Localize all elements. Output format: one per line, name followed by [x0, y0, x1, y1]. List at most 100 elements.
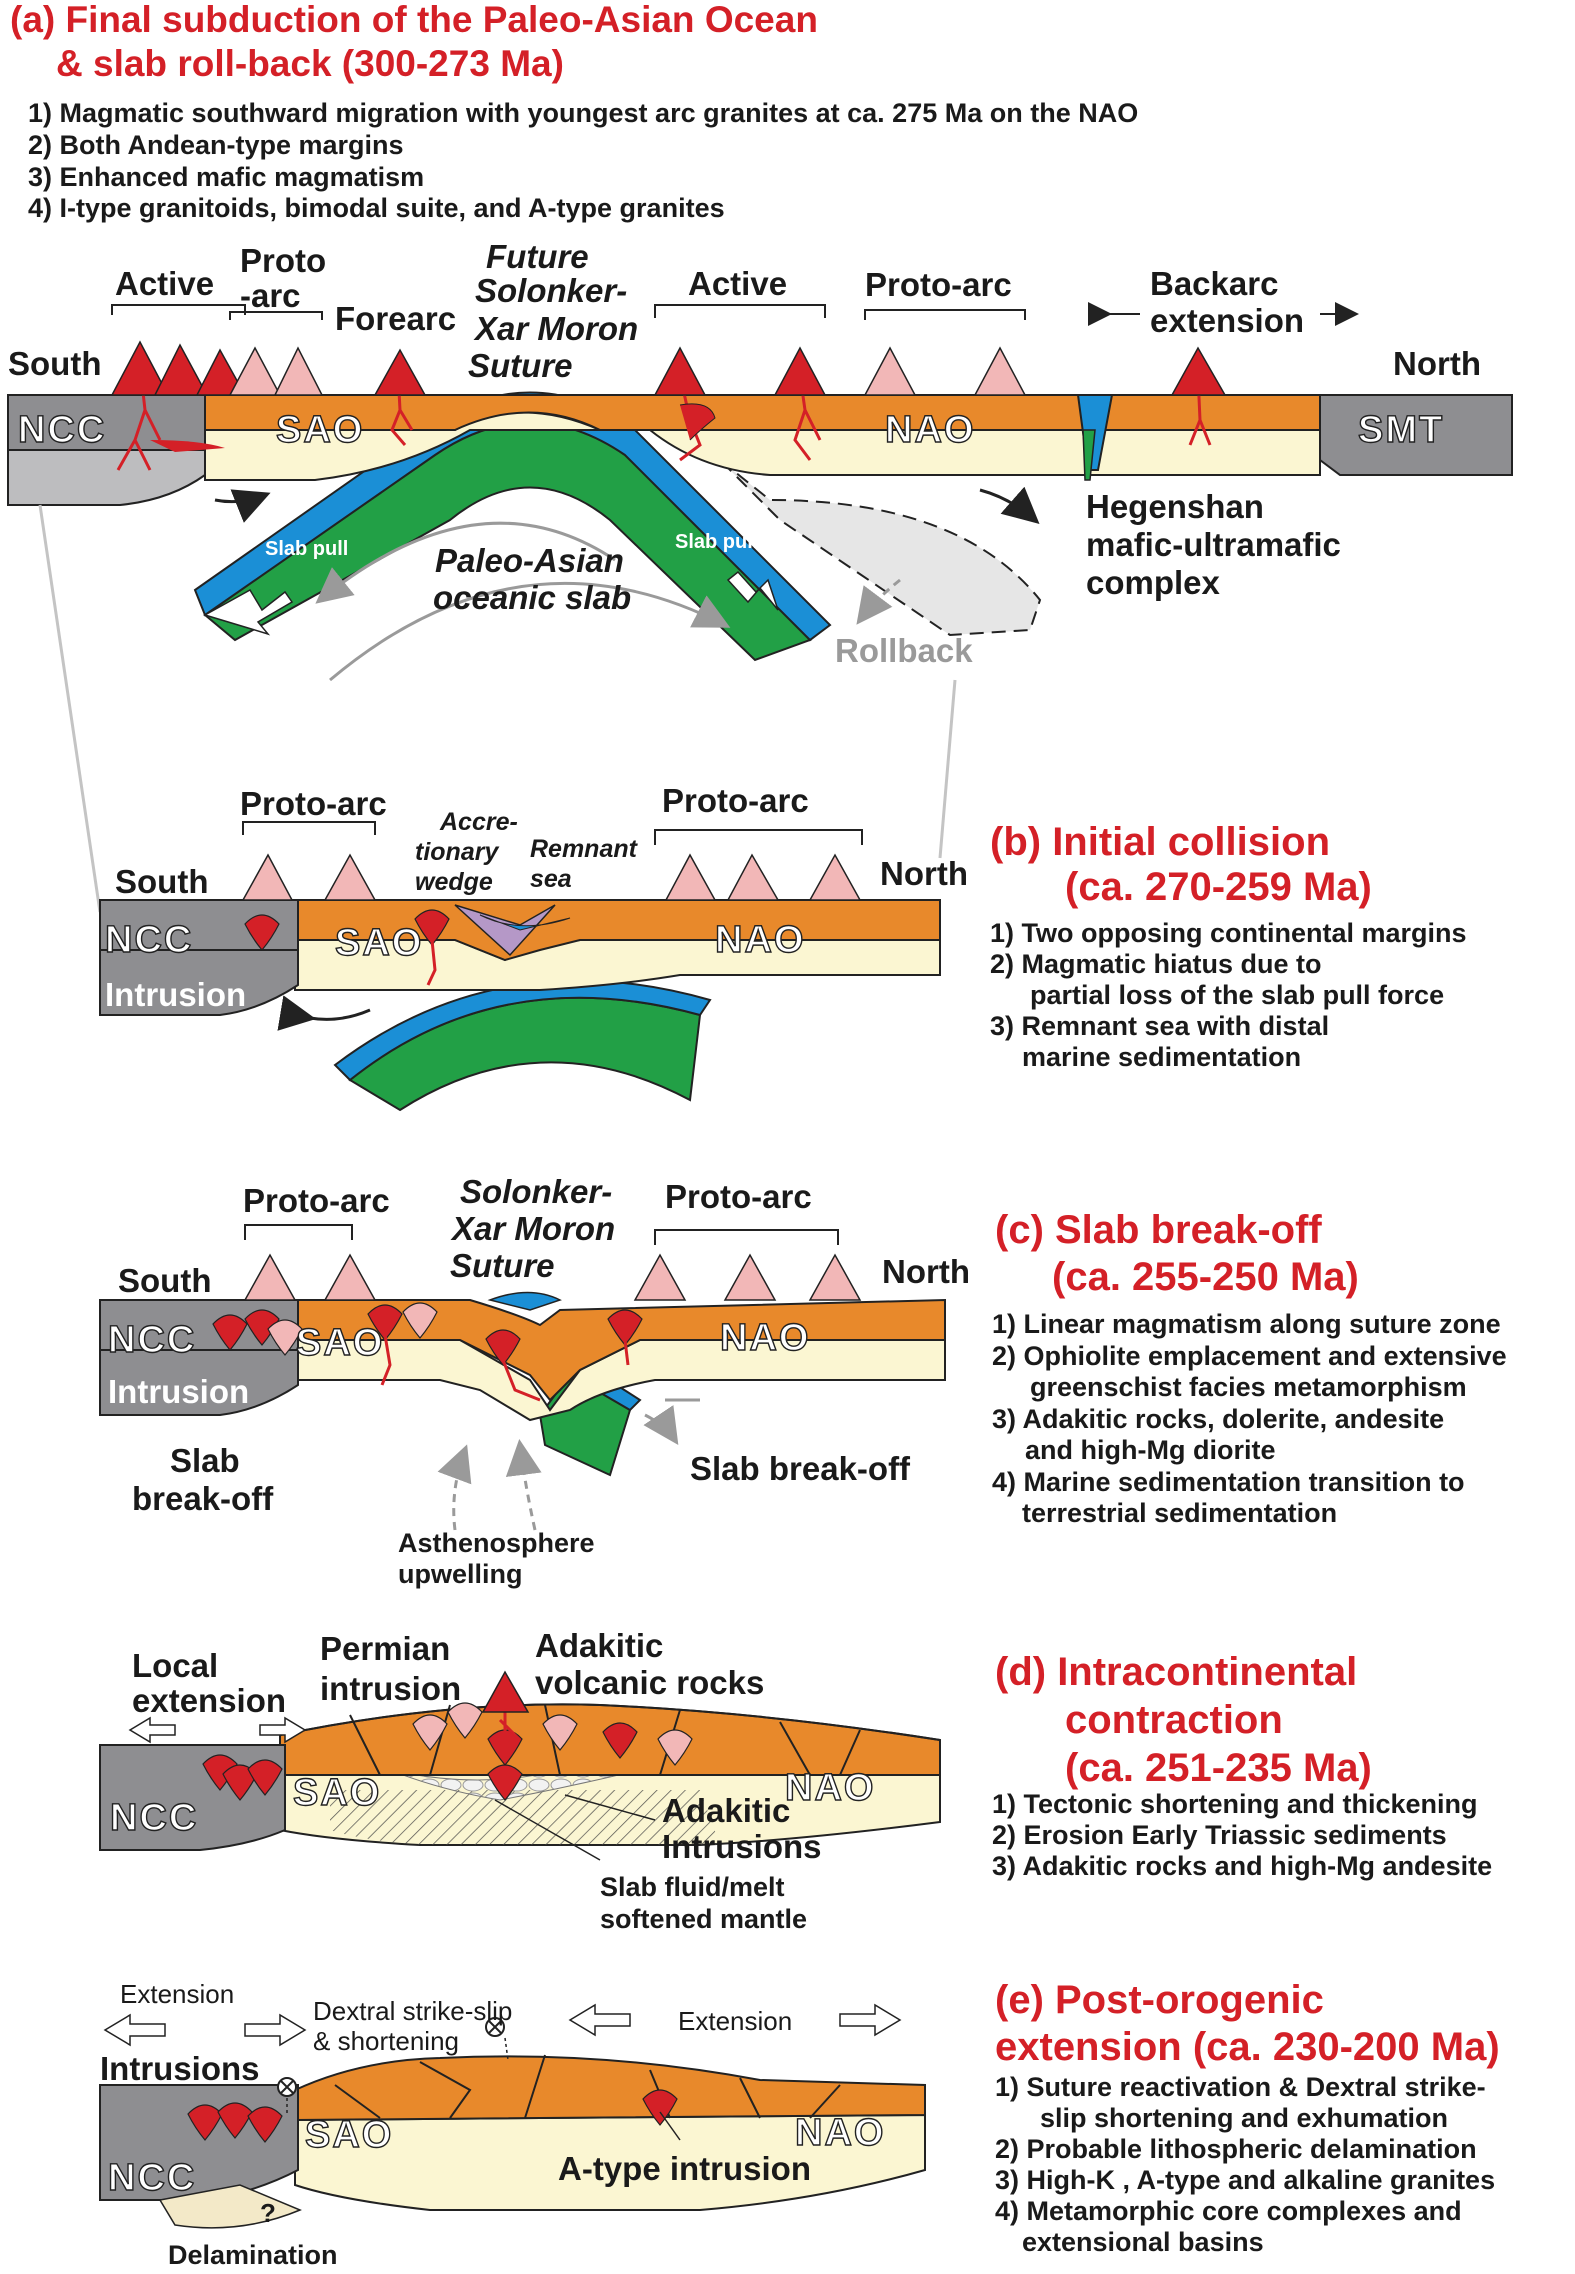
delamination-block: [158, 2184, 302, 2229]
note: terrestrial sedimentation: [1022, 1498, 1337, 1528]
upwelling-arrow: [437, 1444, 472, 1531]
slab-pull-arrow-left: [203, 588, 294, 636]
active-arc: [110, 340, 170, 396]
bracket: [111, 304, 246, 315]
extension-arrow-right: [259, 1716, 307, 1744]
label-nao: NAO: [885, 409, 975, 451]
label-remnant-1: Remnant: [530, 835, 639, 863]
label-suture-2: Solonker-: [475, 272, 627, 309]
label-suture-2: Xar Moron: [450, 1210, 615, 1247]
label-proto-arc-right: Proto-arc: [662, 782, 809, 819]
note: 2) Ophiolite emplacement and extensive: [992, 1341, 1507, 1371]
adakitic-volcano: [481, 1670, 530, 1713]
label-proto-arc-right: Proto-arc: [665, 1178, 812, 1215]
label-remnant-2: sea: [530, 865, 572, 893]
paleo-asian-slab: Slab pull Slab pull: [193, 391, 1042, 682]
panel-d: Local extension Permian intrusion Adakit…: [99, 1627, 1492, 1934]
slab-pull-right: Slab pull: [675, 531, 758, 553]
panel-c-title-2: (ca. 255-250 Ma): [1052, 1255, 1359, 1299]
label-breakoff-right: Slab break-off: [690, 1450, 911, 1487]
note: 3) Adakitic rocks and high-Mg andesite: [992, 1851, 1492, 1881]
proto-arc: [723, 1253, 777, 1301]
note: and high-Mg diorite: [1025, 1435, 1275, 1465]
panel-a-plates: [7, 364, 1513, 506]
label-proto: Proto: [240, 242, 326, 279]
extension-arrow-left-out: [244, 2013, 307, 2047]
forearc-volcano: [373, 348, 427, 396]
rollback-ghost-slab: [719, 459, 1042, 637]
panel-c: Proto-arc Proto-arc Solonker- Xar Moron …: [99, 1173, 1507, 1589]
label-south: South: [115, 863, 208, 900]
panel-e: Extension Dextral strike-slip & shorteni…: [99, 1978, 1500, 2270]
label-suture-4: Suture: [468, 347, 573, 384]
label-adakitic-volc-2: volcanic rocks: [535, 1664, 764, 1701]
label-dextral-2: & shortening: [313, 2026, 459, 2056]
note: 1) Suture reactivation & Dextral strike-: [995, 2072, 1486, 2102]
note: 3) Adakitic rocks, dolerite, andesite: [992, 1404, 1444, 1434]
note: 1) Two opposing continental margins: [990, 918, 1467, 948]
note: 4) I-type granitoids, bimodal suite, and…: [28, 193, 725, 223]
proto-arc: [808, 853, 862, 901]
note: 2) Probable lithospheric delamination: [995, 2134, 1477, 2164]
label-rollback: Rollback: [835, 632, 973, 669]
note: 1) Magmatic southward migration with you…: [28, 98, 1138, 128]
leader-line: [564, 1794, 656, 1821]
label-question: ?: [260, 2198, 276, 2228]
bracket: [654, 304, 826, 318]
label-north: North: [880, 855, 968, 892]
label-a-type: A-type intrusion: [558, 2150, 811, 2187]
proto-arc: [633, 1253, 687, 1301]
note: 1) Tectonic shortening and thickening: [992, 1789, 1478, 1819]
label-adakitic-intr-1: Adakitic: [662, 1792, 790, 1829]
panel-c-notes: 1) Linear magmatism along suture zone 2)…: [992, 1309, 1507, 1528]
bracket: [654, 1229, 839, 1245]
label-slab-2: oceanic slab: [433, 579, 631, 616]
note: slip shortening and exhumation: [1040, 2103, 1448, 2133]
note: extensional basins: [1022, 2227, 1264, 2257]
label-slab-1: Paleo-Asian: [435, 542, 624, 579]
proto-arc: [323, 853, 377, 901]
label-breakoff-left-2: break-off: [132, 1480, 274, 1517]
note: greenschist facies metamorphism: [1030, 1372, 1467, 1402]
panel-b-notes: 1) Two opposing continental margins 2) M…: [990, 918, 1467, 1072]
note: 1) Linear magmatism along suture zone: [992, 1309, 1501, 1339]
active-arc: [653, 346, 707, 396]
label-adakitic-volc-1: Adakitic: [535, 1627, 663, 1664]
active-arc: [195, 348, 247, 396]
label-forearc: Forearc: [335, 300, 456, 337]
bracket: [229, 311, 323, 320]
label-proto-arc-right: Proto-arc: [865, 266, 1012, 303]
label-breakoff-left-1: Slab: [170, 1442, 240, 1479]
proto-arc: [863, 346, 917, 396]
note: 3) Enhanced mafic magmatism: [28, 162, 424, 192]
proto-arc: [808, 1253, 862, 1301]
zoom-guide: [38, 504, 102, 913]
panel-e-title: (e) Post-orogenic: [995, 1978, 1324, 2022]
label-extension-left: Extension: [120, 1979, 234, 2009]
bracket: [654, 829, 863, 845]
flow-arrow: [214, 489, 271, 523]
label-dextral-1: Dextral strike-slip: [313, 1996, 512, 2026]
label-smt: SMT: [1358, 409, 1444, 451]
label-north: North: [1393, 345, 1481, 382]
bracket: [242, 821, 376, 835]
extension-arrow-left: [128, 1716, 176, 1744]
label-permian-1: Permian: [320, 1630, 450, 1667]
slab-pull-left: Slab pull: [265, 538, 348, 560]
label-hegenshan-3: complex: [1086, 564, 1221, 601]
extension-arrow-left: [103, 2013, 166, 2047]
label-local-2: extension: [132, 1682, 286, 1719]
note: 2) Magmatic hiatus due to: [990, 949, 1322, 979]
panel-a-arcs: [110, 340, 1227, 396]
label-permian-2: intrusion: [320, 1670, 461, 1707]
extension-arrow-right: [839, 2003, 902, 2037]
proto-arc: [973, 346, 1027, 396]
active-arc: [153, 343, 209, 396]
slab-pull-arrow-right: [726, 570, 779, 611]
label-proto-arc-left: Proto-arc: [240, 785, 387, 822]
label-suture-3: Suture: [450, 1247, 555, 1284]
label-local-1: Local: [132, 1647, 218, 1684]
breakoff-arrow: [643, 1405, 679, 1445]
note: partial loss of the slab pull force: [1030, 980, 1444, 1010]
